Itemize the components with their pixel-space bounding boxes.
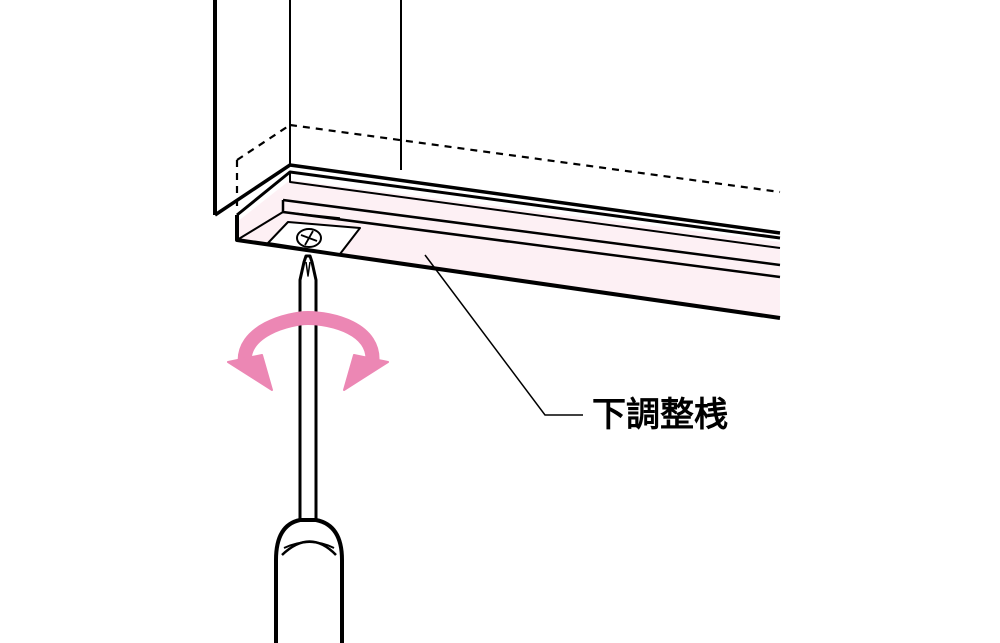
leader-line <box>424 254 583 416</box>
rotate-arrow-icon <box>227 310 389 391</box>
callout-label: 下調整桟 <box>592 395 728 435</box>
adjustment-rail <box>235 170 781 320</box>
screw-icon <box>296 228 322 248</box>
cabinet-frame <box>213 0 781 235</box>
screwdriver-handle <box>274 518 344 643</box>
mounting-plate <box>267 221 361 255</box>
rotate-arc <box>237 310 380 367</box>
callout: 下調整桟 <box>424 254 728 435</box>
screwdriver-shaft-front <box>298 338 318 402</box>
rail-fill <box>237 180 780 318</box>
rotate-arrowhead-left <box>227 354 273 391</box>
rotate-arrowhead-right <box>343 354 389 391</box>
hidden-edges <box>235 123 781 210</box>
